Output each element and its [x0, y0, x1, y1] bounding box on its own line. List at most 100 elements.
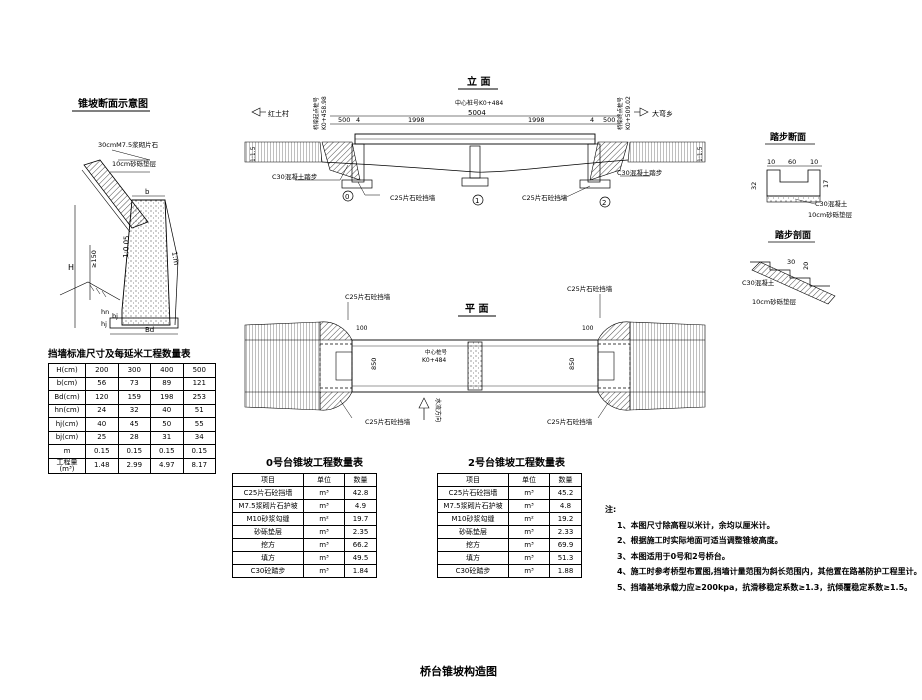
step-left-h: 32 — [750, 182, 758, 190]
table-cell: 50 — [150, 417, 184, 432]
right-station-value: K0+509.02 — [625, 96, 632, 130]
table-cell: m³ — [508, 499, 550, 513]
table-cell: 73 — [117, 376, 151, 391]
elevation-left-arrow: 红土村 — [268, 109, 289, 118]
step-section-title: 踏步断面 — [770, 131, 806, 143]
retaining-wall — [121, 199, 171, 326]
table2-title: 2号台锥坡工程数量表 — [468, 458, 565, 469]
table-cell: 1.84 — [344, 564, 377, 578]
table-cell: 19.7 — [344, 512, 377, 526]
table-cell: 1.88 — [549, 564, 582, 578]
table-cell: 2.35 — [344, 525, 377, 539]
table-cell: m³ — [508, 551, 550, 565]
plan-dim-left: 100 — [356, 325, 368, 332]
table-cell: 32 — [117, 403, 151, 418]
step-long-dim-2: 20 — [802, 262, 810, 270]
std-row-label: H(cm) — [48, 363, 86, 378]
table-cell: 89 — [150, 376, 184, 391]
table-cell: M7.5浆砌片石护坡 — [437, 499, 509, 513]
table-cell: 300 — [117, 363, 151, 378]
table-cell: m³ — [508, 486, 550, 500]
cone-ge150-label: ≥150 — [90, 250, 98, 268]
step-right-h: 17 — [822, 180, 830, 188]
cone-top-label: 30cmM7.5浆砌片石 — [98, 140, 159, 149]
left-station-value: K0+458.98 — [321, 96, 328, 130]
std-row-label: 工程量(m³) — [48, 457, 86, 474]
elev-dim-4: 1998 — [528, 116, 545, 124]
table-cell: 31 — [150, 430, 184, 445]
table-cell: m³ — [508, 525, 550, 539]
elev-dim-5: 4 — [590, 116, 594, 124]
pier-2: 2 — [602, 199, 606, 207]
note-item: 4、施工时参考桥型布置图,挡墙计量范围为斜长范围内，其他置在路基防护工程里计。 — [617, 567, 922, 576]
step-dim-2: 60 — [788, 158, 796, 166]
step-section-view: 踏步断面 10 60 10 32 17 C30混凝土 10cm砂砾垫层 — [750, 131, 853, 219]
table0-title: 0号台锥坡工程数量表 — [266, 458, 363, 469]
slope-left-label: 1:1.5 — [250, 146, 257, 162]
table-cell: m³ — [508, 538, 550, 552]
table-cell: m³ — [303, 486, 345, 500]
sheet-title: 桥台锥坡构造图 — [420, 665, 497, 678]
table-cell: 24 — [85, 403, 119, 418]
drawing-sheet: 锥坡断面示意图 30cmM7.5浆砌片石 10cm砂砾垫层 b 1:0.05 1… — [48, 75, 922, 678]
elevation-view: 立 面 红土村 大弯乡 桥梁起点桩号 K0+458.98 桥梁终点桩号 K0+5… — [244, 75, 706, 208]
right-station-label: 桥梁终点桩号 — [616, 96, 624, 130]
table-cell: 120 — [85, 390, 119, 405]
table-cell: 挖方 — [437, 538, 509, 552]
cone-slope-label: 1:0.05 — [122, 235, 131, 258]
table-cell: 砂砾垫层 — [232, 525, 304, 539]
pier-1: 1 — [475, 197, 479, 205]
plan-center-label: 中心桩号 — [425, 348, 448, 356]
elev-callout-c25-right: C25片石砼挡墙 — [522, 193, 568, 202]
elevation-center-label: 中心桩号K0+484 — [455, 99, 503, 107]
table-cell: M7.5浆砌片石护坡 — [232, 499, 304, 513]
plan-bottom-left-callout: C25片石砼挡墙 — [365, 417, 411, 426]
table-cell: 200 — [85, 363, 119, 378]
step-long-title: 踏步剖面 — [775, 229, 811, 241]
step-gravel: 10cm砂砾垫层 — [808, 210, 853, 219]
notes: 注: 1、本图尺寸除高程以米计，余均以厘米计。 2、根据施工时实际地面可适当调整… — [605, 502, 922, 595]
step-long-gravel: 10cm砂砾垫层 — [752, 297, 797, 306]
table-cell: m² — [303, 512, 345, 526]
cone-bd-label: Bd — [145, 326, 154, 334]
std-row-label: hn(cm) — [48, 403, 86, 418]
plan-title: 平 面 — [465, 303, 488, 315]
std-table-title: 挡墙标准尺寸及每延米工程数量表 — [48, 349, 191, 360]
table-cell: 0.15 — [85, 444, 119, 459]
plan-dim-right: 100 — [582, 325, 594, 332]
table-cell: 198 — [150, 390, 184, 405]
std-row-label: bj(cm) — [48, 430, 86, 445]
plan-width-right: 850 — [568, 358, 576, 370]
note-item: 5、挡墙基地承载力应≥200kpa，抗滑移稳定系数≥1.3，抗倾覆稳定系数≥1.… — [617, 582, 913, 592]
table-cell: m³ — [303, 538, 345, 552]
total-span: 5004 — [468, 109, 486, 117]
table-cell: 40 — [150, 403, 184, 418]
elev-dim-6: 500 — [603, 116, 615, 124]
table-cell: 0.15 — [150, 444, 184, 459]
table-cell: 填方 — [232, 551, 304, 565]
table0-header: 数量 — [344, 473, 377, 487]
plan-top-left-callout: C25片石砼挡墙 — [345, 292, 391, 301]
table-cell: C25片石砼挡墙 — [232, 486, 304, 500]
table-cell: m³ — [508, 564, 550, 578]
table-cell: 55 — [182, 417, 216, 432]
table2-header: 项目 — [437, 473, 509, 487]
step-long-view: 踏步剖面 30 20 C30混凝土 10cm砂砾垫层 — [742, 229, 836, 306]
table-cell: 挖方 — [232, 538, 304, 552]
pier-0: 0 — [345, 193, 349, 201]
right-approach-fill — [627, 141, 706, 163]
plan-bottom-right-callout: C25片石砼挡墙 — [547, 417, 593, 426]
table-cell: 25 — [85, 430, 119, 445]
table-cell: 69.9 — [549, 538, 582, 552]
